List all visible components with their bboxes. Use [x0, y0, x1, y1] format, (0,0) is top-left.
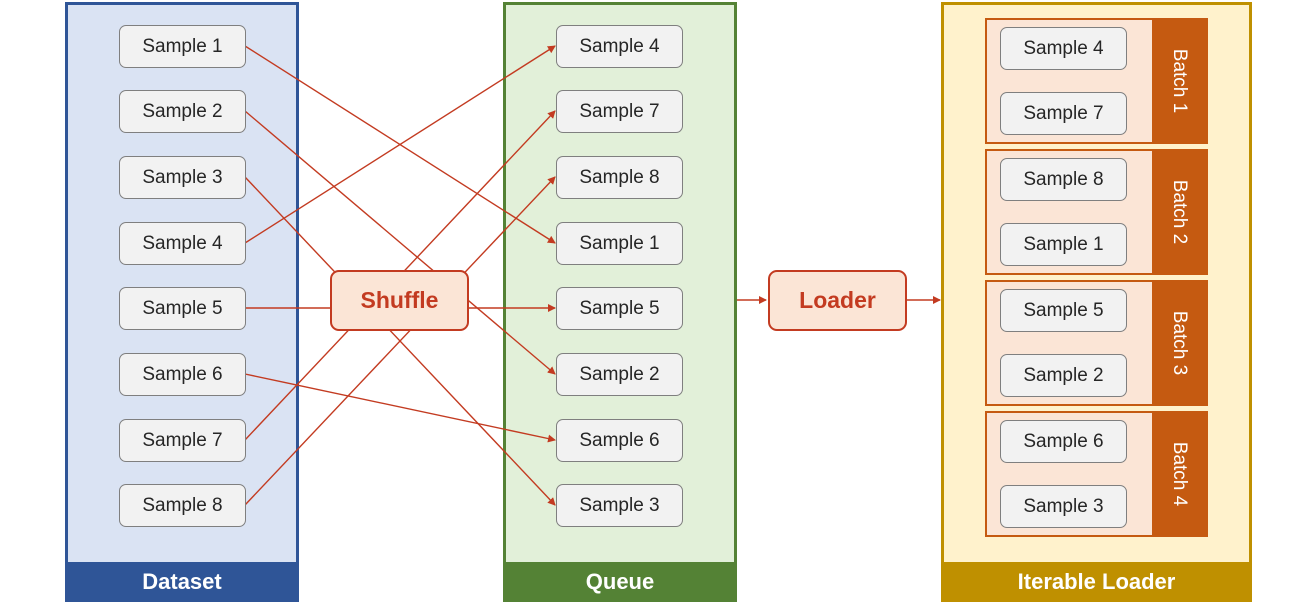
batch-group-2: Sample 8 Sample 1 Batch 2: [985, 149, 1208, 275]
batch-2-sample-2: Sample 1: [1000, 223, 1127, 266]
queue-sample-3: Sample 8: [556, 156, 683, 199]
batch-3-tag: Batch 3: [1152, 282, 1206, 404]
arrow-sample4: [244, 45, 556, 244]
batch-1-tag: Batch 1: [1152, 20, 1206, 142]
batch-4-sample-2: Sample 3: [1000, 485, 1127, 528]
batch-4-tag: Batch 4: [1152, 413, 1206, 535]
arrow-sample2: [244, 110, 556, 375]
shuffle-box: Shuffle: [330, 270, 469, 331]
dataset-sample-5: Sample 5: [119, 287, 246, 330]
dataset-sample-2: Sample 2: [119, 90, 246, 133]
dataset-sample-8: Sample 8: [119, 484, 246, 527]
queue-sample-5: Sample 5: [556, 287, 683, 330]
dataset-title: Dataset: [68, 562, 296, 602]
batch-3-label: Batch 3: [1169, 310, 1190, 376]
batch-3-sample-1: Sample 5: [1000, 289, 1127, 332]
iterable-loader-title: Iterable Loader: [944, 562, 1249, 602]
queue-sample-8: Sample 3: [556, 484, 683, 527]
batch-2-tag: Batch 2: [1152, 151, 1206, 273]
queue-sample-4: Sample 1: [556, 222, 683, 265]
batch-2-label: Batch 2: [1169, 179, 1190, 245]
batch-4-sample-1: Sample 6: [1000, 420, 1127, 463]
batch-group-4: Sample 6 Sample 3 Batch 4: [985, 411, 1208, 537]
arrow-sample8: [244, 176, 556, 506]
batch-1-label: Batch 1: [1169, 48, 1190, 114]
batch-4-label: Batch 4: [1169, 441, 1190, 507]
batch-2-sample-1: Sample 8: [1000, 158, 1127, 201]
loader-box: Loader: [768, 270, 907, 331]
batch-group-1: Sample 4 Sample 7 Batch 1: [985, 18, 1208, 144]
queue-title: Queue: [506, 562, 734, 602]
dataset-sample-3: Sample 3: [119, 156, 246, 199]
batch-1-sample-2: Sample 7: [1000, 92, 1127, 135]
dataset-sample-7: Sample 7: [119, 419, 246, 462]
batch-3-sample-2: Sample 2: [1000, 354, 1127, 397]
batch-1-sample-1: Sample 4: [1000, 27, 1127, 70]
dataset-sample-6: Sample 6: [119, 353, 246, 396]
queue-sample-7: Sample 6: [556, 419, 683, 462]
queue-sample-1: Sample 4: [556, 25, 683, 68]
queue-sample-6: Sample 2: [556, 353, 683, 396]
dataset-sample-4: Sample 4: [119, 222, 246, 265]
batch-group-3: Sample 5 Sample 2 Batch 3: [985, 280, 1208, 406]
dataset-sample-1: Sample 1: [119, 25, 246, 68]
arrow-sample6: [244, 373, 556, 443]
queue-sample-2: Sample 7: [556, 90, 683, 133]
